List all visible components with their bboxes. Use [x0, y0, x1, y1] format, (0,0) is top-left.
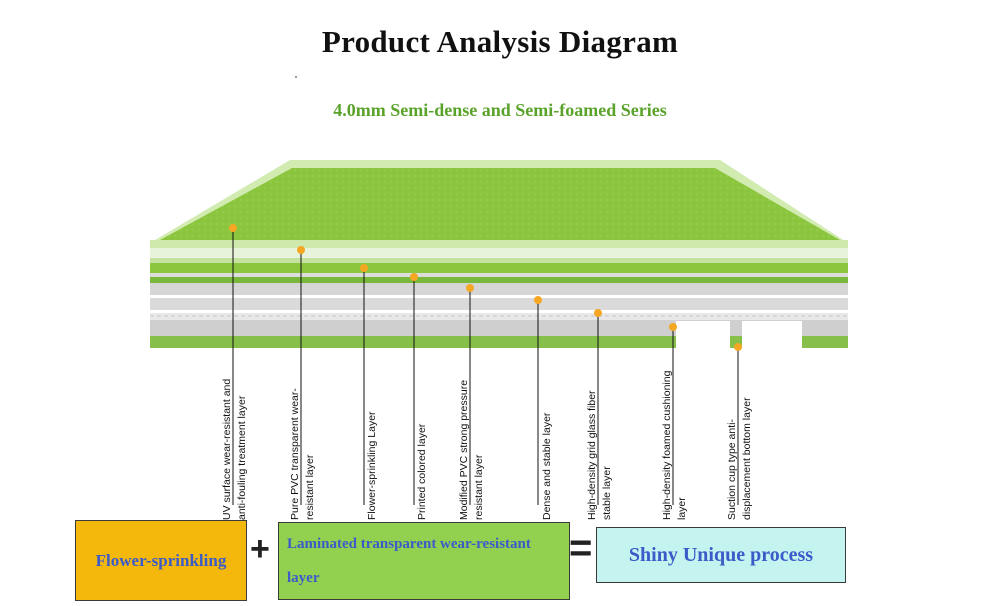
label-slot-7: High-density grid glass fiber stable lay… — [586, 350, 616, 520]
result-box: Shiny Unique process — [596, 527, 846, 583]
layer-label-flower: Flower-sprinkling Layer — [366, 411, 378, 520]
layer-label-dense: Dense and stable layer — [541, 412, 553, 520]
callout-dot-7 — [594, 309, 602, 317]
callout-dot-9 — [734, 343, 742, 351]
decorative-dot — [295, 76, 297, 78]
layer-label-glassfiber: High-density grid glass fiber stable lay… — [586, 390, 613, 520]
layer-uv-edge — [150, 240, 848, 248]
label-slot-2: Pure PVC transparent wear-resistant laye… — [289, 350, 319, 520]
plus-sign: + — [250, 530, 270, 568]
layer-pvc — [150, 283, 848, 295]
label-slot-1: UV surface wear-resistant and anti-fouli… — [221, 350, 251, 520]
callout-dot-6 — [534, 296, 542, 304]
callout-dot-4 — [410, 273, 418, 281]
label-slot-9: Suction cup type anti-displacement botto… — [726, 350, 756, 520]
label-slot-4: Printed colored layer — [416, 350, 431, 520]
layer-flower — [150, 263, 848, 273]
callout-dot-1 — [229, 224, 237, 232]
laminated-layer-text: Laminated transparent wear-resistant lay… — [287, 536, 531, 586]
flower-sprinkling-box: Flower-sprinkling — [75, 520, 247, 601]
layer-glassfiber — [150, 313, 848, 320]
layer-wear — [150, 248, 848, 258]
layer-label-printed: Printed colored layer — [416, 423, 428, 520]
callout-dot-8 — [669, 323, 677, 331]
callout-dot-5 — [466, 284, 474, 292]
diagram-subtitle: 4.0mm Semi-dense and Semi-foamed Series — [333, 100, 667, 120]
label-slot-5: Modified PVC strong pressure resistant l… — [458, 350, 488, 520]
laminated-layer-box: Laminated transparent wear-resistant lay… — [278, 522, 570, 600]
layer-label-modified-pvc: Modified PVC strong pressure resistant l… — [458, 379, 485, 520]
layer-uv-surface — [160, 168, 840, 240]
callout-dot-3 — [360, 264, 368, 272]
equals-sign: = — [569, 526, 593, 570]
layer-dense — [150, 298, 848, 310]
layer-label-uv: UV surface wear-resistant and anti-fouli… — [221, 378, 248, 520]
diagram-title: Product Analysis Diagram — [321, 24, 679, 59]
label-slot-8: High-density foamed cushioning layer — [661, 350, 691, 520]
flower-sprinkling-text: Flower-sprinkling — [95, 550, 227, 570]
callout-dot-2 — [297, 246, 305, 254]
label-slot-6: Dense and stable layer — [541, 350, 556, 520]
layer-label-foam: High-density foamed cushioning layer — [661, 370, 688, 520]
layer-label-pvc-transparent: Pure PVC transparent wear-resistant laye… — [289, 388, 316, 520]
result-text: Shiny Unique process — [628, 543, 814, 566]
layer-printed — [150, 277, 848, 283]
layer-label-bottom: Suction cup type anti-displacement botto… — [726, 397, 753, 520]
label-slot-3: Flower-sprinkling Layer — [366, 350, 381, 520]
